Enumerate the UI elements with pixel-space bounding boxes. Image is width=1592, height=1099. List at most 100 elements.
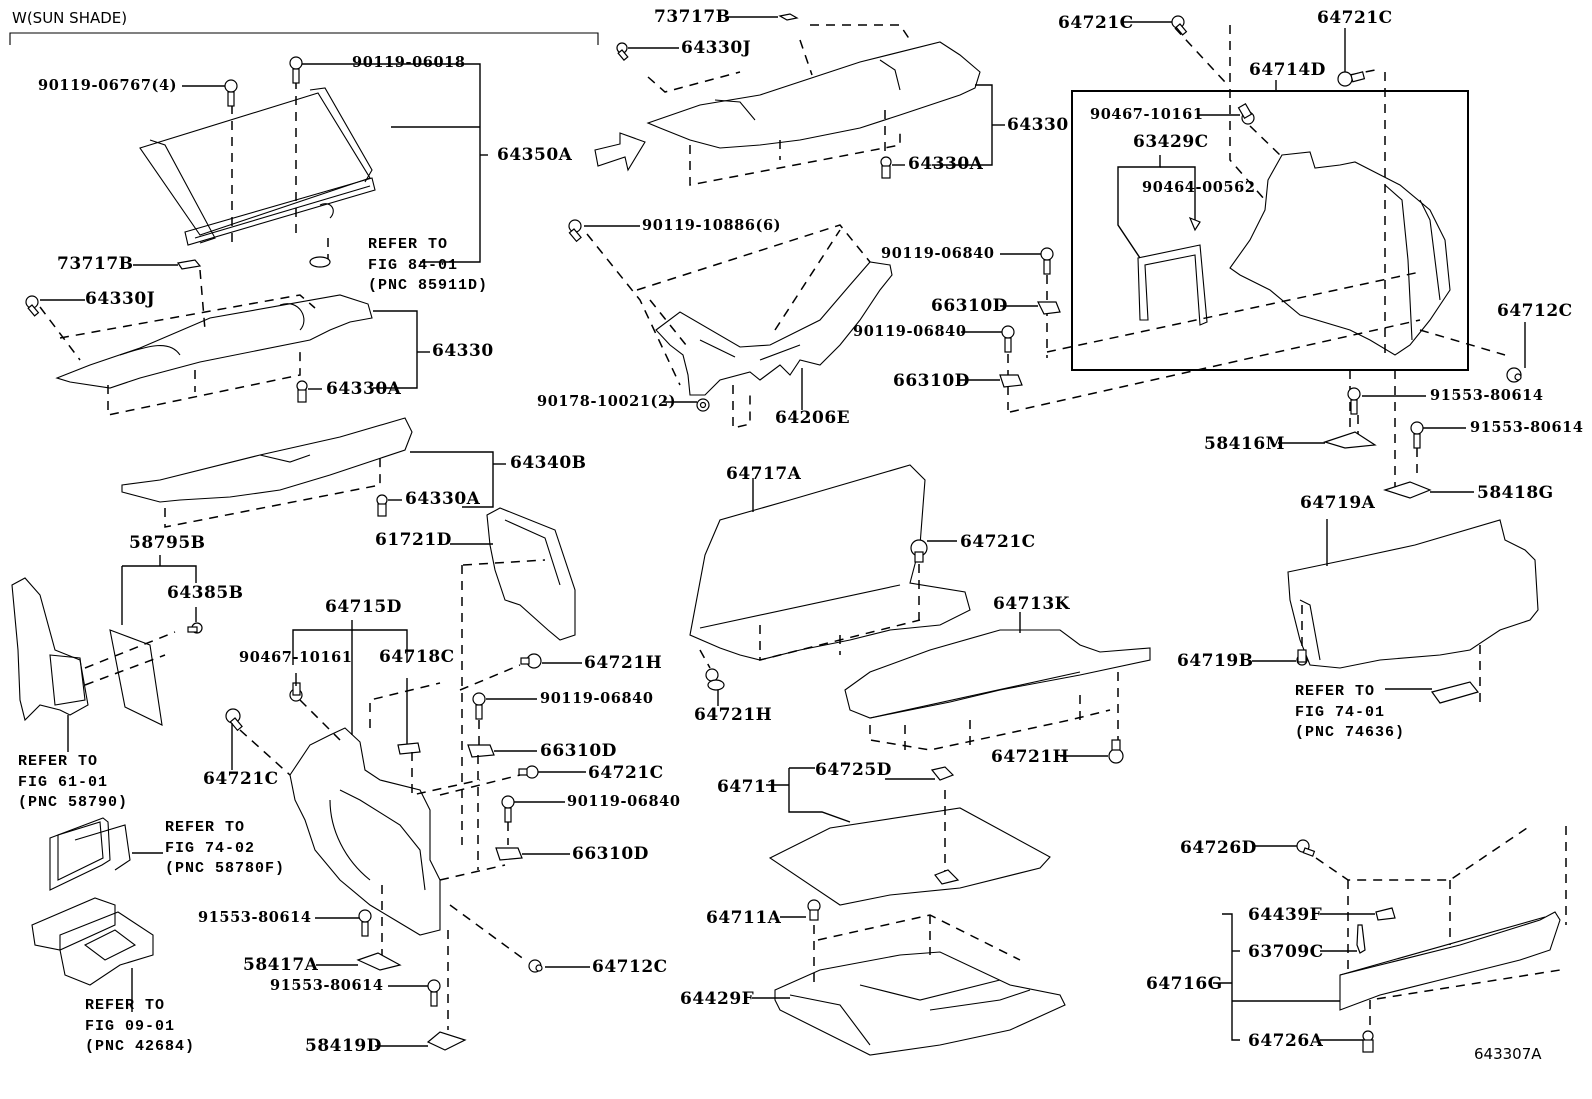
part-label-91553-80614[interactable]: 91553-80614: [1430, 387, 1544, 404]
part-label-64330A[interactable]: 64330A: [326, 379, 402, 399]
screw-icon: [187, 622, 203, 634]
rear-brace-64206E: [655, 261, 893, 396]
part-label-64712C[interactable]: 64712C: [1497, 301, 1573, 321]
back-door-trim-64719A: [1287, 519, 1539, 669]
side-bracket-left: [11, 577, 89, 722]
part-label-63709C[interactable]: 63709C: [1248, 942, 1324, 962]
bracket-icon: [1323, 431, 1377, 449]
part-label-64330A[interactable]: 64330A: [908, 154, 984, 174]
part-label-63429C[interactable]: 63429C: [1133, 132, 1209, 152]
part-label-64721C[interactable]: 64721C: [960, 532, 1036, 552]
bolt-icon: [1347, 387, 1361, 415]
part-label-61721D[interactable]: 61721D: [375, 530, 452, 550]
part-label-64330J[interactable]: 64330J: [681, 38, 752, 58]
reference-fig-84-01[interactable]: REFER TO FIG 84-01 (PNC 85911D): [368, 236, 489, 295]
part-label-90119-06840[interactable]: 90119-06840: [881, 245, 995, 262]
part-label-91553-80614[interactable]: 91553-80614: [198, 909, 312, 926]
pad-icon: [397, 742, 421, 755]
part-label-64726D[interactable]: 64726D: [1180, 838, 1257, 858]
part-label-64716G[interactable]: 64716G: [1146, 974, 1223, 994]
floor-box-64429F: [774, 951, 1066, 1056]
part-label-91553-80614[interactable]: 91553-80614: [1470, 419, 1584, 436]
part-label-90467-10161[interactable]: 90467-10161: [239, 649, 353, 666]
part-label-64429F[interactable]: 64429F: [680, 989, 755, 1009]
bracket-icon: [1383, 481, 1432, 499]
floor-board-64717A: [689, 464, 971, 661]
part-label-66310D[interactable]: 66310D: [893, 371, 970, 391]
part-label-64439F[interactable]: 64439F: [1248, 905, 1323, 925]
part-label-64721H[interactable]: 64721H: [694, 705, 773, 725]
screw-icon: [616, 42, 629, 61]
part-label-90119-06767[interactable]: 90119-06767(4): [38, 77, 178, 94]
part-label-73717B[interactable]: 73717B: [654, 7, 731, 27]
part-label-64719B[interactable]: 64719B: [1177, 651, 1254, 671]
part-label-64721H[interactable]: 64721H: [991, 747, 1070, 767]
part-label-64330[interactable]: 64330: [1007, 115, 1069, 135]
part-label-58418G[interactable]: 58418G: [1477, 483, 1554, 503]
bolt-icon: [472, 692, 486, 720]
part-label-66310D[interactable]: 66310D: [572, 844, 649, 864]
part-label-64711A[interactable]: 64711A: [706, 908, 782, 928]
screw-icon: [1171, 15, 1188, 36]
part-label-64330[interactable]: 64330: [432, 341, 494, 361]
part-label-64330J[interactable]: 64330J: [85, 289, 156, 309]
part-label-73717B[interactable]: 73717B: [57, 254, 134, 274]
part-label-64385B[interactable]: 64385B: [167, 583, 244, 603]
part-label-90178-10021[interactable]: 90178-10021(2): [537, 393, 677, 410]
part-label-64718C[interactable]: 64718C: [379, 647, 455, 667]
sun-shade-group-bracket: [9, 32, 599, 45]
part-label-64721C[interactable]: 64721C: [1058, 13, 1134, 33]
part-label-64719A[interactable]: 64719A: [1300, 493, 1376, 513]
quarter-trim-64715D: [289, 727, 441, 936]
side-panel-61721D: [486, 507, 576, 641]
part-label-64712C[interactable]: 64712C: [592, 957, 668, 977]
sun-shade-assembly: [139, 87, 376, 246]
part-label-66310D[interactable]: 66310D: [540, 741, 617, 761]
part-label-64330A[interactable]: 64330A: [405, 489, 481, 509]
part-label-64713K[interactable]: 64713K: [993, 594, 1070, 614]
bracket-icon: [426, 1031, 467, 1051]
cargo-mat-64711: [768, 807, 1051, 906]
handle-icon: [1430, 681, 1480, 704]
part-label-64715D[interactable]: 64715D: [325, 597, 402, 617]
part-label-64350A[interactable]: 64350A: [497, 145, 573, 165]
clip-nut-icon: [495, 847, 523, 861]
part-label-90119-10886[interactable]: 90119-10886(6): [642, 217, 782, 234]
part-label-64721C[interactable]: 64721C: [588, 763, 664, 783]
part-label-90119-06840[interactable]: 90119-06840: [567, 793, 681, 810]
screw-icon: [1337, 71, 1366, 87]
pad-icon: [176, 259, 202, 270]
reference-fig-74-02[interactable]: REFER TO FIG 74-02 (PNC 58780F): [165, 819, 286, 878]
part-label-90464-00562[interactable]: 90464-00562: [1142, 179, 1256, 196]
part-label-58416M[interactable]: 58416M: [1204, 434, 1285, 454]
reference-fig-09-01[interactable]: REFER TO FIG 09-01 (PNC 42684): [85, 997, 196, 1056]
part-label-64714D[interactable]: 64714D: [1249, 60, 1326, 80]
part-label-64725D[interactable]: 64725D: [815, 760, 892, 780]
part-label-64726A[interactable]: 64726A: [1248, 1031, 1324, 1051]
part-label-90467-10161[interactable]: 90467-10161: [1090, 106, 1204, 123]
part-label-66310D[interactable]: 66310D: [931, 296, 1008, 316]
part-label-90119-06018[interactable]: 90119-06018: [352, 54, 466, 71]
clip-icon: [807, 899, 821, 921]
part-label-58419D[interactable]: 58419D: [305, 1036, 382, 1056]
clip-icon: [1362, 1030, 1374, 1053]
bolt-icon: [427, 979, 441, 1007]
pad-58795B: [109, 629, 163, 726]
reference-fig-61-01[interactable]: REFER TO FIG 61-01 (PNC 58790): [18, 753, 129, 812]
part-label-64340B[interactable]: 64340B: [510, 453, 587, 473]
part-label-64721H[interactable]: 64721H: [584, 653, 663, 673]
part-label-90119-06840[interactable]: 90119-06840: [540, 690, 654, 707]
part-label-58795B[interactable]: 58795B: [129, 533, 206, 553]
part-label-64721C[interactable]: 64721C: [1317, 8, 1393, 28]
clip-icon: [376, 494, 388, 517]
part-label-64711[interactable]: 64711: [717, 777, 779, 797]
part-label-64721C[interactable]: 64721C: [203, 769, 279, 789]
part-label-64206E[interactable]: 64206E: [775, 408, 851, 428]
part-label-58417A[interactable]: 58417A: [243, 955, 319, 975]
part-label-64717A[interactable]: 64717A: [726, 464, 802, 484]
clip-icon: [1188, 216, 1201, 232]
part-label-90119-06840[interactable]: 90119-06840: [853, 323, 967, 340]
part-label-91553-80614[interactable]: 91553-80614: [270, 977, 384, 994]
reference-fig-74-01[interactable]: REFER TO FIG 74-01 (PNC 74636): [1295, 683, 1406, 742]
figure-number: 643307A: [1474, 1045, 1542, 1063]
